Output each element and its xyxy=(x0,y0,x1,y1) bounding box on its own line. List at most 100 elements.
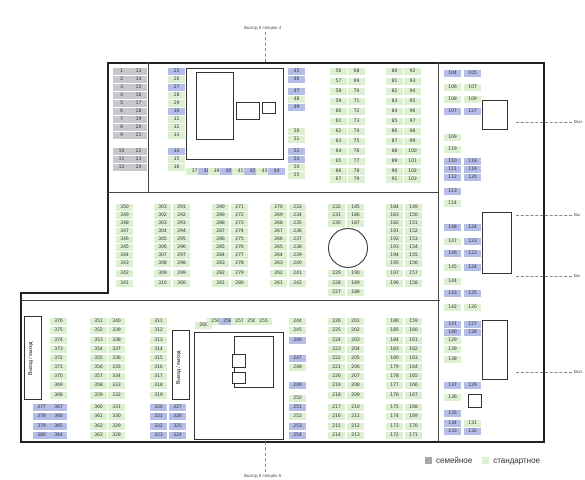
parking-slot[interactable]: 254 xyxy=(289,432,306,439)
parking-slot[interactable]: 353 xyxy=(90,337,107,344)
parking-slot[interactable]: 71 xyxy=(348,98,365,105)
parking-slot[interactable]: 356 xyxy=(90,364,107,371)
parking-slot[interactable]: 57 xyxy=(330,78,347,85)
parking-slot[interactable]: 19 xyxy=(130,116,147,123)
parking-slot[interactable]: 92 xyxy=(404,68,421,75)
parking-slot[interactable]: 203 xyxy=(347,337,364,344)
parking-slot[interactable]: 262 xyxy=(270,270,287,277)
parking-slot[interactable]: 126 xyxy=(464,304,481,311)
parking-slot[interactable]: 336 xyxy=(108,355,125,362)
parking-slot[interactable]: 204 xyxy=(347,346,364,353)
parking-slot[interactable]: 123 xyxy=(464,250,481,257)
parking-slot[interactable]: 76 xyxy=(348,148,365,155)
parking-slot[interactable]: 10 xyxy=(113,148,130,155)
parking-slot[interactable]: 282 xyxy=(212,270,229,277)
parking-slot[interactable]: 168 xyxy=(405,404,422,411)
parking-slot[interactable]: 192 xyxy=(386,236,403,243)
parking-slot[interactable]: 275 xyxy=(231,236,248,243)
parking-slot[interactable]: 177 xyxy=(386,382,403,389)
parking-slot[interactable]: 120 xyxy=(464,174,481,181)
parking-slot[interactable]: 42 xyxy=(244,168,261,175)
parking-slot[interactable]: 366 xyxy=(50,413,67,420)
parking-slot[interactable]: 323 xyxy=(150,432,167,439)
parking-slot[interactable]: 321 xyxy=(150,413,167,420)
parking-slot[interactable]: 83 xyxy=(386,98,403,105)
parking-slot[interactable]: 179 xyxy=(386,364,403,371)
parking-slot[interactable]: 65 xyxy=(330,158,347,165)
parking-slot[interactable]: 304 xyxy=(154,228,171,235)
parking-slot[interactable]: 260 xyxy=(195,322,212,329)
parking-slot[interactable]: 209 xyxy=(347,392,364,399)
parking-slot[interactable]: 217 xyxy=(328,404,345,411)
parking-slot[interactable]: 207 xyxy=(347,373,364,380)
parking-slot[interactable]: 222 xyxy=(328,355,345,362)
parking-slot[interactable]: 30 xyxy=(168,108,185,115)
parking-slot[interactable]: 185 xyxy=(347,204,364,211)
parking-slot[interactable]: 184 xyxy=(386,337,403,344)
parking-slot[interactable]: 320 xyxy=(150,404,167,411)
parking-slot[interactable]: 253 xyxy=(289,423,306,430)
parking-slot[interactable]: 266 xyxy=(270,236,287,243)
parking-slot[interactable]: 227 xyxy=(328,289,345,296)
parking-slot[interactable]: 274 xyxy=(231,228,248,235)
parking-slot[interactable]: 202 xyxy=(347,327,364,334)
parking-slot[interactable]: 26 xyxy=(168,76,185,83)
parking-slot[interactable]: 114 xyxy=(444,200,461,207)
parking-slot[interactable]: 70 xyxy=(348,88,365,95)
parking-slot[interactable]: 197 xyxy=(386,270,403,277)
parking-slot[interactable]: 11 xyxy=(113,156,130,163)
parking-slot[interactable]: 73 xyxy=(348,118,365,125)
parking-slot[interactable]: 175 xyxy=(386,404,403,411)
parking-slot[interactable]: 154 xyxy=(405,244,422,251)
parking-slot[interactable]: 33 xyxy=(168,132,185,139)
parking-slot[interactable]: 374 xyxy=(50,337,67,344)
parking-slot[interactable]: 264 xyxy=(270,252,287,259)
parking-slot[interactable]: 145 xyxy=(444,264,461,271)
parking-slot[interactable]: 380 xyxy=(33,432,50,439)
parking-slot[interactable]: 15 xyxy=(130,84,147,91)
parking-slot[interactable]: 324 xyxy=(169,432,186,439)
parking-slot[interactable]: 312 xyxy=(150,327,167,334)
parking-slot[interactable]: 49 xyxy=(288,104,305,111)
parking-slot[interactable]: 335 xyxy=(108,364,125,371)
parking-slot[interactable]: 289 xyxy=(212,212,229,219)
parking-slot[interactable]: 242 xyxy=(289,280,306,287)
parking-slot[interactable]: 84 xyxy=(386,108,403,115)
parking-slot[interactable]: 113 xyxy=(444,188,461,195)
parking-slot[interactable]: 107 xyxy=(444,108,461,115)
parking-slot[interactable]: 246 xyxy=(289,337,306,344)
parking-slot[interactable]: 276 xyxy=(231,244,248,251)
parking-slot[interactable]: 18 xyxy=(130,108,147,115)
parking-slot[interactable]: 270 xyxy=(270,204,287,211)
parking-slot[interactable]: 247 xyxy=(289,355,306,362)
parking-slot[interactable]: 61 xyxy=(330,118,347,125)
parking-slot[interactable]: 350 xyxy=(116,204,133,211)
parking-slot[interactable]: 29 xyxy=(168,100,185,107)
parking-slot[interactable]: 50 xyxy=(288,128,305,135)
parking-slot[interactable]: 108 xyxy=(444,96,461,103)
parking-slot[interactable]: 132 xyxy=(464,428,481,435)
parking-slot[interactable]: 187 xyxy=(347,220,364,227)
parking-slot[interactable]: 332 xyxy=(108,392,125,399)
parking-slot[interactable]: 285 xyxy=(212,244,229,251)
parking-slot[interactable]: 305 xyxy=(154,236,171,243)
parking-slot[interactable]: 252 xyxy=(289,413,306,420)
parking-slot[interactable]: 314 xyxy=(150,346,167,353)
parking-slot[interactable]: 32 xyxy=(168,124,185,131)
parking-slot[interactable]: 359 xyxy=(90,392,107,399)
parking-slot[interactable]: 322 xyxy=(150,423,167,430)
parking-slot[interactable]: 153 xyxy=(405,236,422,243)
parking-slot[interactable]: 80 xyxy=(386,68,403,75)
parking-slot[interactable]: 148 xyxy=(444,224,461,231)
parking-slot[interactable]: 34 xyxy=(168,148,185,155)
parking-slot[interactable]: 268 xyxy=(270,220,287,227)
parking-slot[interactable]: 182 xyxy=(386,220,403,227)
parking-slot[interactable]: 6 xyxy=(113,108,130,115)
parking-slot[interactable]: 223 xyxy=(328,346,345,353)
parking-slot[interactable]: 216 xyxy=(328,413,345,420)
parking-slot[interactable]: 101 xyxy=(404,158,421,165)
parking-slot[interactable]: 283 xyxy=(212,260,229,267)
parking-slot[interactable]: 127 xyxy=(464,321,481,328)
parking-slot[interactable]: 141 xyxy=(444,321,461,328)
parking-slot[interactable]: 315 xyxy=(150,355,167,362)
